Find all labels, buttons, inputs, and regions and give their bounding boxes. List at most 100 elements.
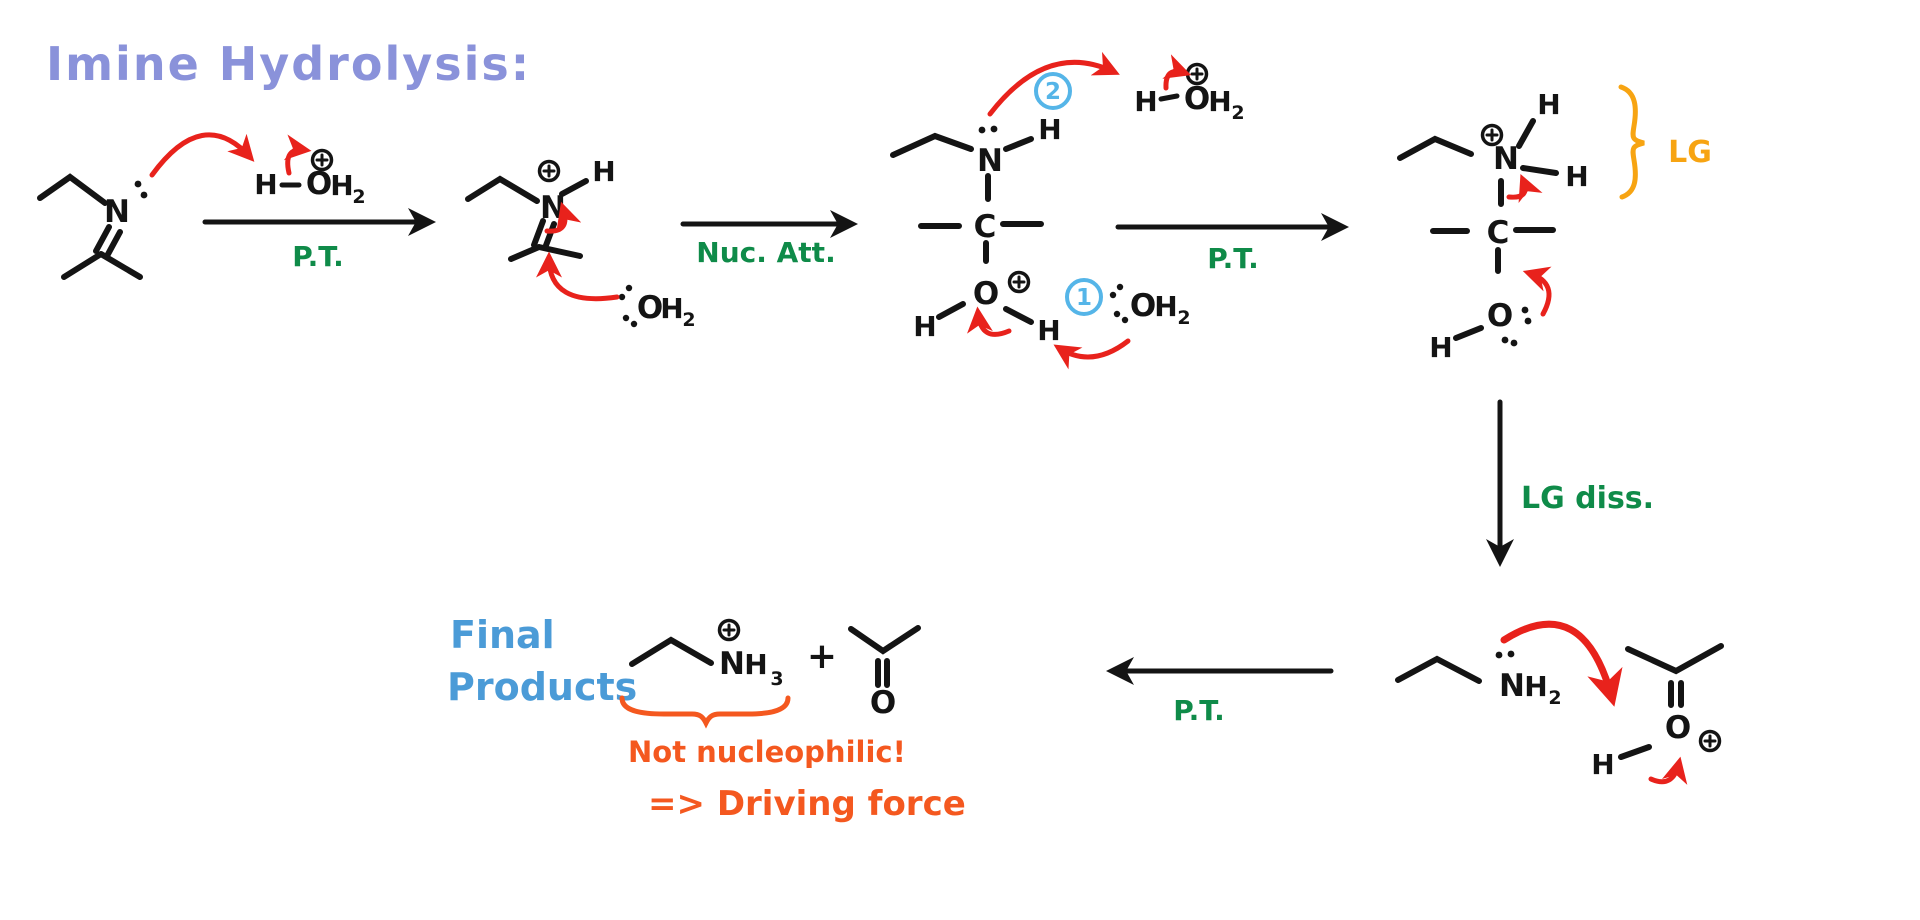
subscript: 2 — [1548, 687, 1561, 709]
imine-bonds — [37, 173, 143, 280]
reaction-arrow-2: Nuc. Att. — [680, 210, 858, 269]
curved-arrow-water-to-proton — [1053, 338, 1131, 370]
acetone-bonds — [848, 625, 921, 688]
atom-h: H — [1565, 160, 1588, 193]
curved-arrow-bond-to-oxygen — [283, 134, 312, 176]
lone-pair-dots — [978, 125, 998, 134]
atom-h: H — [1429, 331, 1452, 364]
curved-arrow-amine-to-proton — [1500, 620, 1623, 707]
step-circle-2: 2 — [1034, 72, 1072, 110]
atom-c: C — [974, 209, 997, 245]
curved-arrow-cn-bond-to-n — [1506, 174, 1543, 204]
atom-h: H — [592, 155, 615, 188]
atom-o: O — [637, 290, 663, 326]
subscript: 2 — [682, 309, 695, 331]
lone-pair-dots — [1501, 306, 1532, 347]
reaction-arrow-4-vertical: LG diss. — [1486, 399, 1654, 567]
atom-o: O — [973, 276, 999, 312]
atom-o: O — [1665, 710, 1691, 746]
curved-arrow-oh-bond-to-o — [1648, 756, 1688, 785]
atom-o: O — [306, 166, 332, 202]
atom-o: O — [1130, 288, 1156, 324]
circle-number: 1 — [1076, 285, 1092, 311]
reaction-arrow-3: P.T. — [1115, 213, 1349, 275]
atom-h: H — [1524, 670, 1547, 703]
curved-arrow-oh-bond-to-o — [967, 306, 1012, 337]
driving-force-label: => Driving force — [648, 784, 966, 824]
curved-arrow-bond-to-oxygen — [1162, 54, 1192, 91]
hydronium-ion-1: H O H 2 — [254, 134, 366, 208]
subscript: 2 — [1177, 307, 1190, 329]
ethylammonium-product: N H 3 — [629, 618, 784, 690]
curly-brace — [1618, 84, 1645, 200]
underbrace — [619, 695, 791, 729]
atom-n: N — [1499, 668, 1525, 704]
atom-o: O — [1184, 81, 1210, 117]
atom-n: N — [719, 646, 745, 682]
tetrahedral-intermediate: N H C O H H — [890, 113, 1062, 347]
step-label-pt: P.T. — [292, 240, 344, 273]
iminium-bonds — [465, 175, 589, 262]
lg-label: LG — [1668, 135, 1712, 170]
step-label-pt: P.T. — [1207, 242, 1259, 275]
imine-structure: N — [37, 173, 148, 280]
final-products-label: Final Products — [447, 613, 637, 709]
curved-arrow-n-to-hydronium — [987, 51, 1120, 117]
atom-o: O — [870, 685, 896, 721]
water-molecule-1: O H 2 — [618, 284, 696, 331]
atom-h: H — [913, 310, 936, 343]
curved-arrow-pi-to-n — [544, 201, 582, 234]
atom-h: H — [1134, 85, 1157, 118]
ethylamine-structure: N H 2 — [1395, 650, 1562, 709]
protonated-acetone-structure: O H — [1591, 643, 1724, 785]
page-title: Imine Hydrolysis: — [46, 37, 531, 91]
atom-h: H — [660, 292, 683, 325]
acetone-product: O — [848, 625, 921, 721]
o-h-bond — [1158, 93, 1180, 102]
atom-h: H — [254, 168, 277, 201]
atom-h: H — [1591, 748, 1614, 781]
circle-number: 2 — [1045, 79, 1061, 105]
reaction-arrow-5: P.T. — [1106, 657, 1334, 727]
atom-h: H — [744, 648, 767, 681]
atom-h: H — [1037, 314, 1060, 347]
curved-arrow-lonepair-to-proton — [149, 132, 255, 178]
atom-h: H — [330, 169, 353, 202]
protonated-aminol-structure: N H H C O H — [1397, 88, 1589, 364]
ethyl-bonds — [629, 636, 714, 667]
plus-charge-icon — [310, 148, 334, 172]
atom-n: N — [977, 143, 1003, 179]
aminol-bonds — [1397, 118, 1559, 341]
atom-n: N — [104, 194, 130, 230]
atom-n: N — [1493, 141, 1519, 177]
curved-arrow-water-to-carbon — [536, 251, 620, 302]
hydronium-ion-2: H O H 2 — [1134, 54, 1245, 124]
plus-charge-icon — [717, 618, 741, 642]
acetone-bonds — [1618, 643, 1724, 760]
step-label-pt: P.T. — [1173, 694, 1225, 727]
plus-sign: + — [807, 636, 837, 677]
atom-c: C — [1487, 215, 1510, 251]
subscript: 3 — [770, 668, 783, 690]
step-label-lg-diss: LG diss. — [1521, 481, 1654, 516]
subscript: 2 — [1231, 102, 1244, 124]
plus-charge-icon — [1698, 729, 1722, 753]
atom-h: H — [1038, 113, 1061, 146]
lone-pair-dots — [1495, 650, 1515, 659]
lone-pair-dots — [134, 180, 148, 199]
final-label-line1: Final — [450, 613, 555, 657]
atom-h: H — [1537, 88, 1560, 121]
subscript: 2 — [352, 186, 365, 208]
iminium-structure: N H — [465, 155, 616, 262]
leaving-group-annotation: LG — [1618, 84, 1712, 200]
atom-h: H — [1154, 290, 1177, 323]
driving-force-annotation: Not nucleophilic! => Driving force — [619, 695, 966, 824]
lone-pair-dots — [1109, 283, 1129, 324]
final-label-line2: Products — [447, 665, 637, 709]
intermediate-bonds — [890, 132, 1044, 325]
plus-charge-icon — [537, 159, 561, 183]
step-circle-1: 1 — [1065, 278, 1103, 316]
ethyl-bonds — [1395, 655, 1482, 684]
plus-charge-icon — [1480, 123, 1504, 147]
